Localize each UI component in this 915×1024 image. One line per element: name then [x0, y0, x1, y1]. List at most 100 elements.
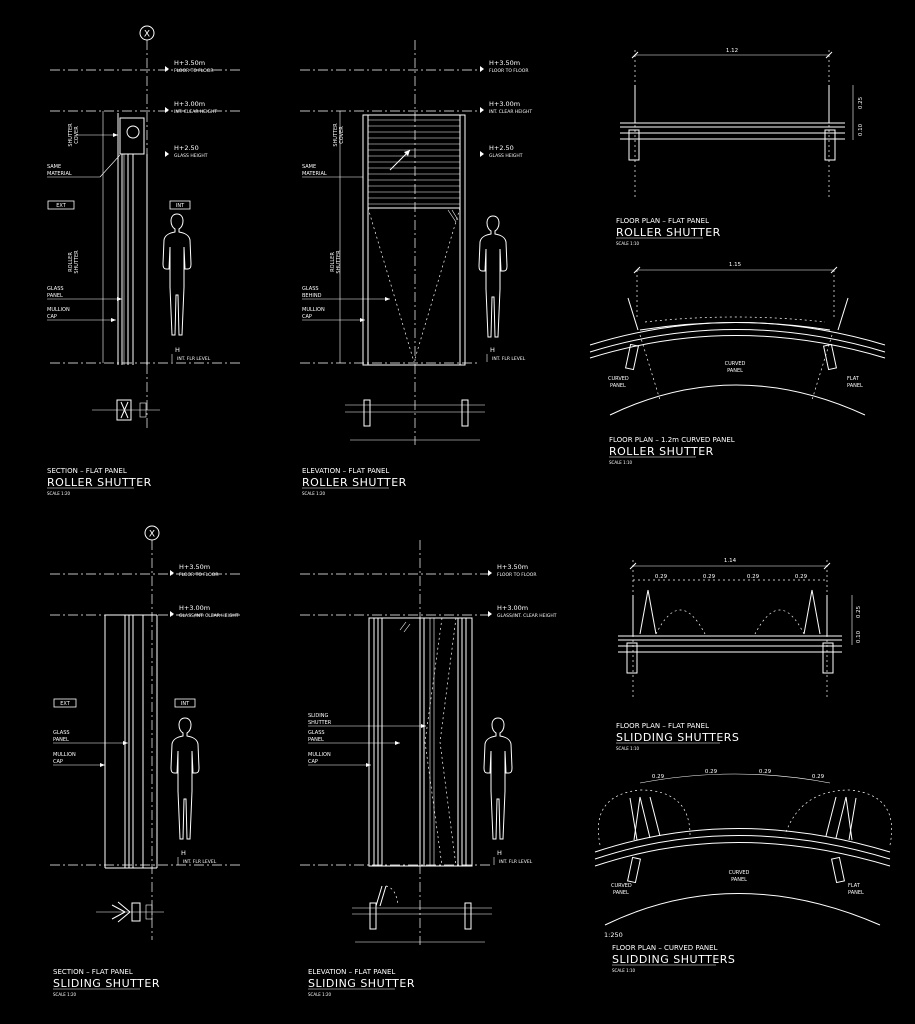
- svg-text:0.29: 0.29: [812, 774, 825, 780]
- svg-text:CAP: CAP: [308, 759, 318, 765]
- svg-text:FLOOR TO FLOOR: FLOOR TO FLOOR: [489, 68, 528, 74]
- label-sliding-shutter: SLIDING: [308, 713, 328, 719]
- svg-text:CURVED: CURVED: [729, 870, 750, 876]
- svg-text:0.10: 0.10: [856, 630, 862, 643]
- dim-112: 1.12: [726, 48, 738, 54]
- svg-text:FLOOR TO FLOOR: FLOOR TO FLOOR: [174, 68, 213, 74]
- svg-text:COVER: COVER: [339, 126, 345, 144]
- floorplan-curved-sliding: 0.29 0.29 0.29 0.29 CURVED PANEL CURVED …: [594, 769, 892, 973]
- label-glass-panel: GLASS: [47, 286, 64, 292]
- label-glass-behind: GLASS: [302, 286, 319, 292]
- elevation-roller-shutter: H+3.50m FLOOR TO FLOOR H+3.00m INT. CLEA…: [300, 40, 532, 496]
- svg-text:FLAT: FLAT: [848, 883, 861, 889]
- svg-text:H: H: [181, 849, 186, 857]
- svg-text:0.29: 0.29: [795, 574, 808, 580]
- svg-text:FLOOR TO FLOOR: FLOOR TO FLOOR: [497, 572, 536, 578]
- svg-text:INT. CLEAR HEIGHT: INT. CLEAR HEIGHT: [489, 109, 532, 115]
- svg-text:SLIDING SHUTTER: SLIDING SHUTTER: [53, 977, 160, 990]
- svg-text:GLASS HEIGHT: GLASS HEIGHT: [174, 153, 208, 159]
- svg-text:FLOOR PLAN – 1.2m CURVED PANEL: FLOOR PLAN – 1.2m CURVED PANEL: [609, 436, 735, 444]
- svg-text:PANEL: PANEL: [731, 877, 747, 883]
- svg-text:0.29: 0.29: [759, 769, 772, 775]
- svg-text:BEHIND: BEHIND: [302, 293, 322, 299]
- svg-text:SCALE 1:10: SCALE 1:10: [609, 460, 633, 465]
- svg-text:PANEL: PANEL: [610, 383, 626, 389]
- svg-text:PANEL: PANEL: [308, 737, 324, 743]
- svg-text:H+3.00m: H+3.00m: [489, 100, 520, 108]
- svg-text:INT: INT: [181, 701, 190, 707]
- svg-text:MATERIAL: MATERIAL: [47, 171, 72, 177]
- svg-text:X: X: [149, 530, 155, 540]
- level-h250: H+2.50: [174, 144, 199, 152]
- svg-text:ELEVATION – FLAT PANEL: ELEVATION – FLAT PANEL: [302, 467, 389, 475]
- svg-text:PANEL: PANEL: [727, 368, 743, 374]
- svg-text:1.15: 1.15: [729, 262, 742, 268]
- label-ext: EXT: [56, 203, 66, 209]
- svg-text:FLOOR PLAN – FLAT PANEL: FLOOR PLAN – FLAT PANEL: [616, 217, 709, 225]
- label-curved-panel-center: CURVED: [725, 361, 746, 367]
- svg-text:CURVED: CURVED: [611, 883, 632, 889]
- svg-text:GLASS: GLASS: [53, 730, 70, 736]
- svg-text:0.29: 0.29: [655, 574, 668, 580]
- scale-note: 1:250: [604, 931, 623, 939]
- svg-text:0.29: 0.29: [705, 769, 718, 775]
- caption-line1: SECTION – FLAT PANEL: [47, 467, 127, 475]
- label-flat-panel: FLAT: [847, 376, 860, 382]
- svg-text:SCALE 1:10: SCALE 1:10: [612, 968, 636, 973]
- svg-text:CAP: CAP: [53, 759, 63, 765]
- svg-text:H+3.50m: H+3.50m: [497, 563, 528, 571]
- svg-text:SHUTTER: SHUTTER: [333, 123, 339, 147]
- floorplan-flat-sliding: 1.14 0.29 0.29 0.29 0.29 0.25 0.10 FLOOR…: [616, 558, 862, 751]
- level-h300: H+3.00m: [174, 100, 205, 108]
- svg-text:EXT: EXT: [60, 701, 70, 707]
- svg-text:H+2.50: H+2.50: [489, 144, 514, 152]
- section-sliding-shutter: X H+3.50m FLOOR TO FLOOR H+3.00m GLASS/I…: [50, 525, 240, 997]
- label-int: INT: [176, 203, 185, 209]
- svg-text:ROLLER SHUTTER: ROLLER SHUTTER: [616, 226, 721, 239]
- svg-text:PANEL: PANEL: [613, 890, 629, 896]
- svg-text:CAP: CAP: [47, 314, 57, 320]
- svg-text:PANEL: PANEL: [47, 293, 63, 299]
- svg-text:MULLION: MULLION: [53, 752, 76, 758]
- svg-text:MULLION: MULLION: [302, 307, 325, 313]
- svg-text:SCALE 1:10: SCALE 1:10: [616, 746, 640, 751]
- svg-text:SHUTTER: SHUTTER: [336, 250, 342, 274]
- level-h350: H+3.50m: [174, 59, 205, 67]
- svg-text:SHUTTER: SHUTTER: [74, 250, 80, 274]
- svg-text:0.29: 0.29: [703, 574, 716, 580]
- svg-text:SCALE 1:20: SCALE 1:20: [302, 491, 326, 496]
- svg-text:INT. FLR LEVEL: INT. FLR LEVEL: [183, 859, 217, 865]
- svg-text:SLIDDING SHUTTERS: SLIDDING SHUTTERS: [616, 731, 739, 744]
- svg-text:GLASS: GLASS: [308, 730, 325, 736]
- svg-text:0.25: 0.25: [856, 605, 862, 618]
- svg-text:SCALE 1:20: SCALE 1:20: [53, 992, 77, 997]
- floorplan-curved-roller: 1.15 CURVED PANEL CURVED PANEL FLAT PANE…: [589, 262, 886, 465]
- svg-text:FLOOR PLAN – FLAT PANEL: FLOOR PLAN – FLAT PANEL: [616, 722, 709, 730]
- svg-text:MATERIAL: MATERIAL: [302, 171, 327, 177]
- svg-text:SCALE 1:20: SCALE 1:20: [308, 992, 332, 997]
- svg-text:H+3.50m: H+3.50m: [489, 59, 520, 67]
- svg-text:0.29: 0.29: [747, 574, 760, 580]
- svg-text:SLIDING SHUTTER: SLIDING SHUTTER: [308, 977, 415, 990]
- svg-text:CAP: CAP: [302, 314, 312, 320]
- svg-text:SCALE 1:10: SCALE 1:10: [616, 241, 640, 246]
- caption-title: ROLLER SHUTTER: [47, 476, 152, 489]
- label-same-material: SAME: [47, 164, 61, 170]
- level-h: H: [175, 346, 180, 354]
- svg-text:FLOOR PLAN – CURVED PANEL: FLOOR PLAN – CURVED PANEL: [612, 944, 718, 952]
- svg-text:ROLLER: ROLLER: [330, 252, 336, 272]
- svg-text:GLASS/INT. CLEAR HEIGHT: GLASS/INT. CLEAR HEIGHT: [179, 613, 239, 619]
- label-shutter-cover: SHUTTER: [68, 123, 74, 147]
- svg-text:SECTION – FLAT PANEL: SECTION – FLAT PANEL: [53, 968, 133, 976]
- svg-text:INT. FLR LEVEL: INT. FLR LEVEL: [492, 356, 526, 362]
- svg-text:H+3.50m: H+3.50m: [179, 563, 210, 571]
- svg-text:PANEL: PANEL: [847, 383, 863, 389]
- label-mullion-cap: MULLION: [47, 307, 70, 313]
- svg-text:INT. CLEAR HEIGHT: INT. CLEAR HEIGHT: [174, 109, 217, 115]
- grid-marker: X: [144, 30, 150, 40]
- svg-text:1.14: 1.14: [724, 558, 737, 564]
- floorplan-flat-roller: 1.12 0.25 0.10 FLOOR PLAN – FLAT PANEL R…: [616, 48, 864, 246]
- svg-text:PANEL: PANEL: [53, 737, 69, 743]
- svg-text:H: H: [497, 849, 502, 857]
